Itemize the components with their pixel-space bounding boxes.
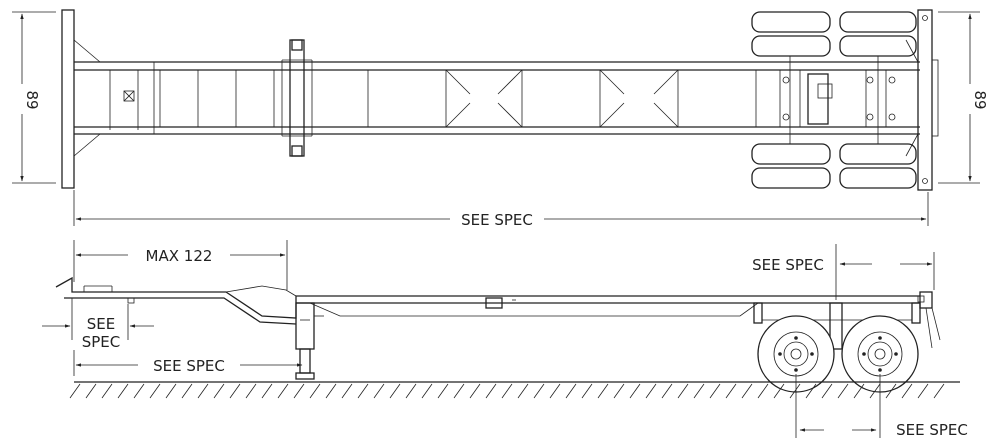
axle-spread-label: SEE SPEC — [896, 421, 968, 439]
rear-end-side — [917, 291, 941, 349]
front-overhang-label-line1: SEE — [87, 315, 115, 333]
dimension-front-overhang: SEE SPEC — [42, 298, 154, 351]
landing-gear-top — [281, 39, 313, 157]
overall-length-label: SEE SPEC — [461, 211, 533, 229]
side-view: MAX 122 — [42, 240, 968, 439]
dimension-height-right: 89 — [938, 11, 989, 184]
dimension-axle-spread: SEE SPEC — [795, 374, 968, 439]
landing-gear-label: SEE SPEC — [153, 357, 225, 375]
ground-line — [69, 381, 960, 399]
dimension-height-left: 89 — [10, 11, 56, 184]
dimension-landing-gear: SEE SPEC — [73, 350, 303, 376]
rear-wheel-1 — [757, 315, 835, 393]
height-label-right: 89 — [971, 90, 989, 109]
suspension-top — [779, 70, 896, 127]
max-122-label: MAX 122 — [146, 247, 213, 265]
top-view: 89 — [10, 9, 989, 229]
dimension-max-122: MAX 122 — [73, 240, 288, 290]
front-overhang-label-line2: SPEC — [82, 333, 121, 351]
rear-overhang-label: SEE SPEC — [752, 256, 824, 274]
height-label-left: 89 — [23, 90, 41, 109]
frame-side — [55, 276, 920, 325]
landing-gear-side — [295, 302, 324, 380]
dimension-overall-length: SEE SPEC — [73, 190, 929, 229]
dimension-rear-overhang: SEE SPEC — [752, 244, 935, 300]
cross-members — [159, 69, 757, 128]
tires-top — [751, 11, 917, 189]
